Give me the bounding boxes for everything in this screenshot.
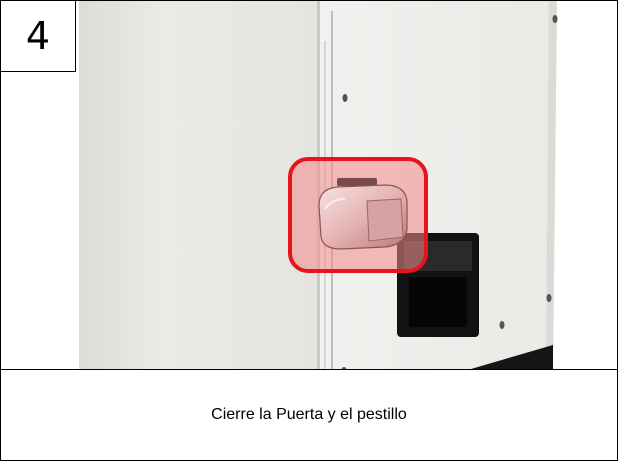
screw-icon	[499, 321, 505, 329]
divider	[1, 369, 617, 370]
cabinet-base	[471, 345, 553, 369]
caption-text: Cierre la Puerta y el pestillo	[211, 406, 407, 423]
step-number: 4	[25, 14, 51, 58]
screw-icon	[552, 15, 558, 23]
caption-area: Cierre la Puerta y el pestillo	[1, 370, 617, 460]
cabinet-photo	[1, 1, 617, 369]
cabinet-side-panel	[79, 1, 319, 369]
cabinet-door-panel	[320, 1, 557, 369]
step-number-box: 4	[1, 1, 76, 72]
latch-highlight-border	[288, 157, 428, 273]
screw-icon	[341, 367, 347, 369]
screw-icon	[342, 94, 348, 102]
screw-icon	[546, 294, 552, 302]
